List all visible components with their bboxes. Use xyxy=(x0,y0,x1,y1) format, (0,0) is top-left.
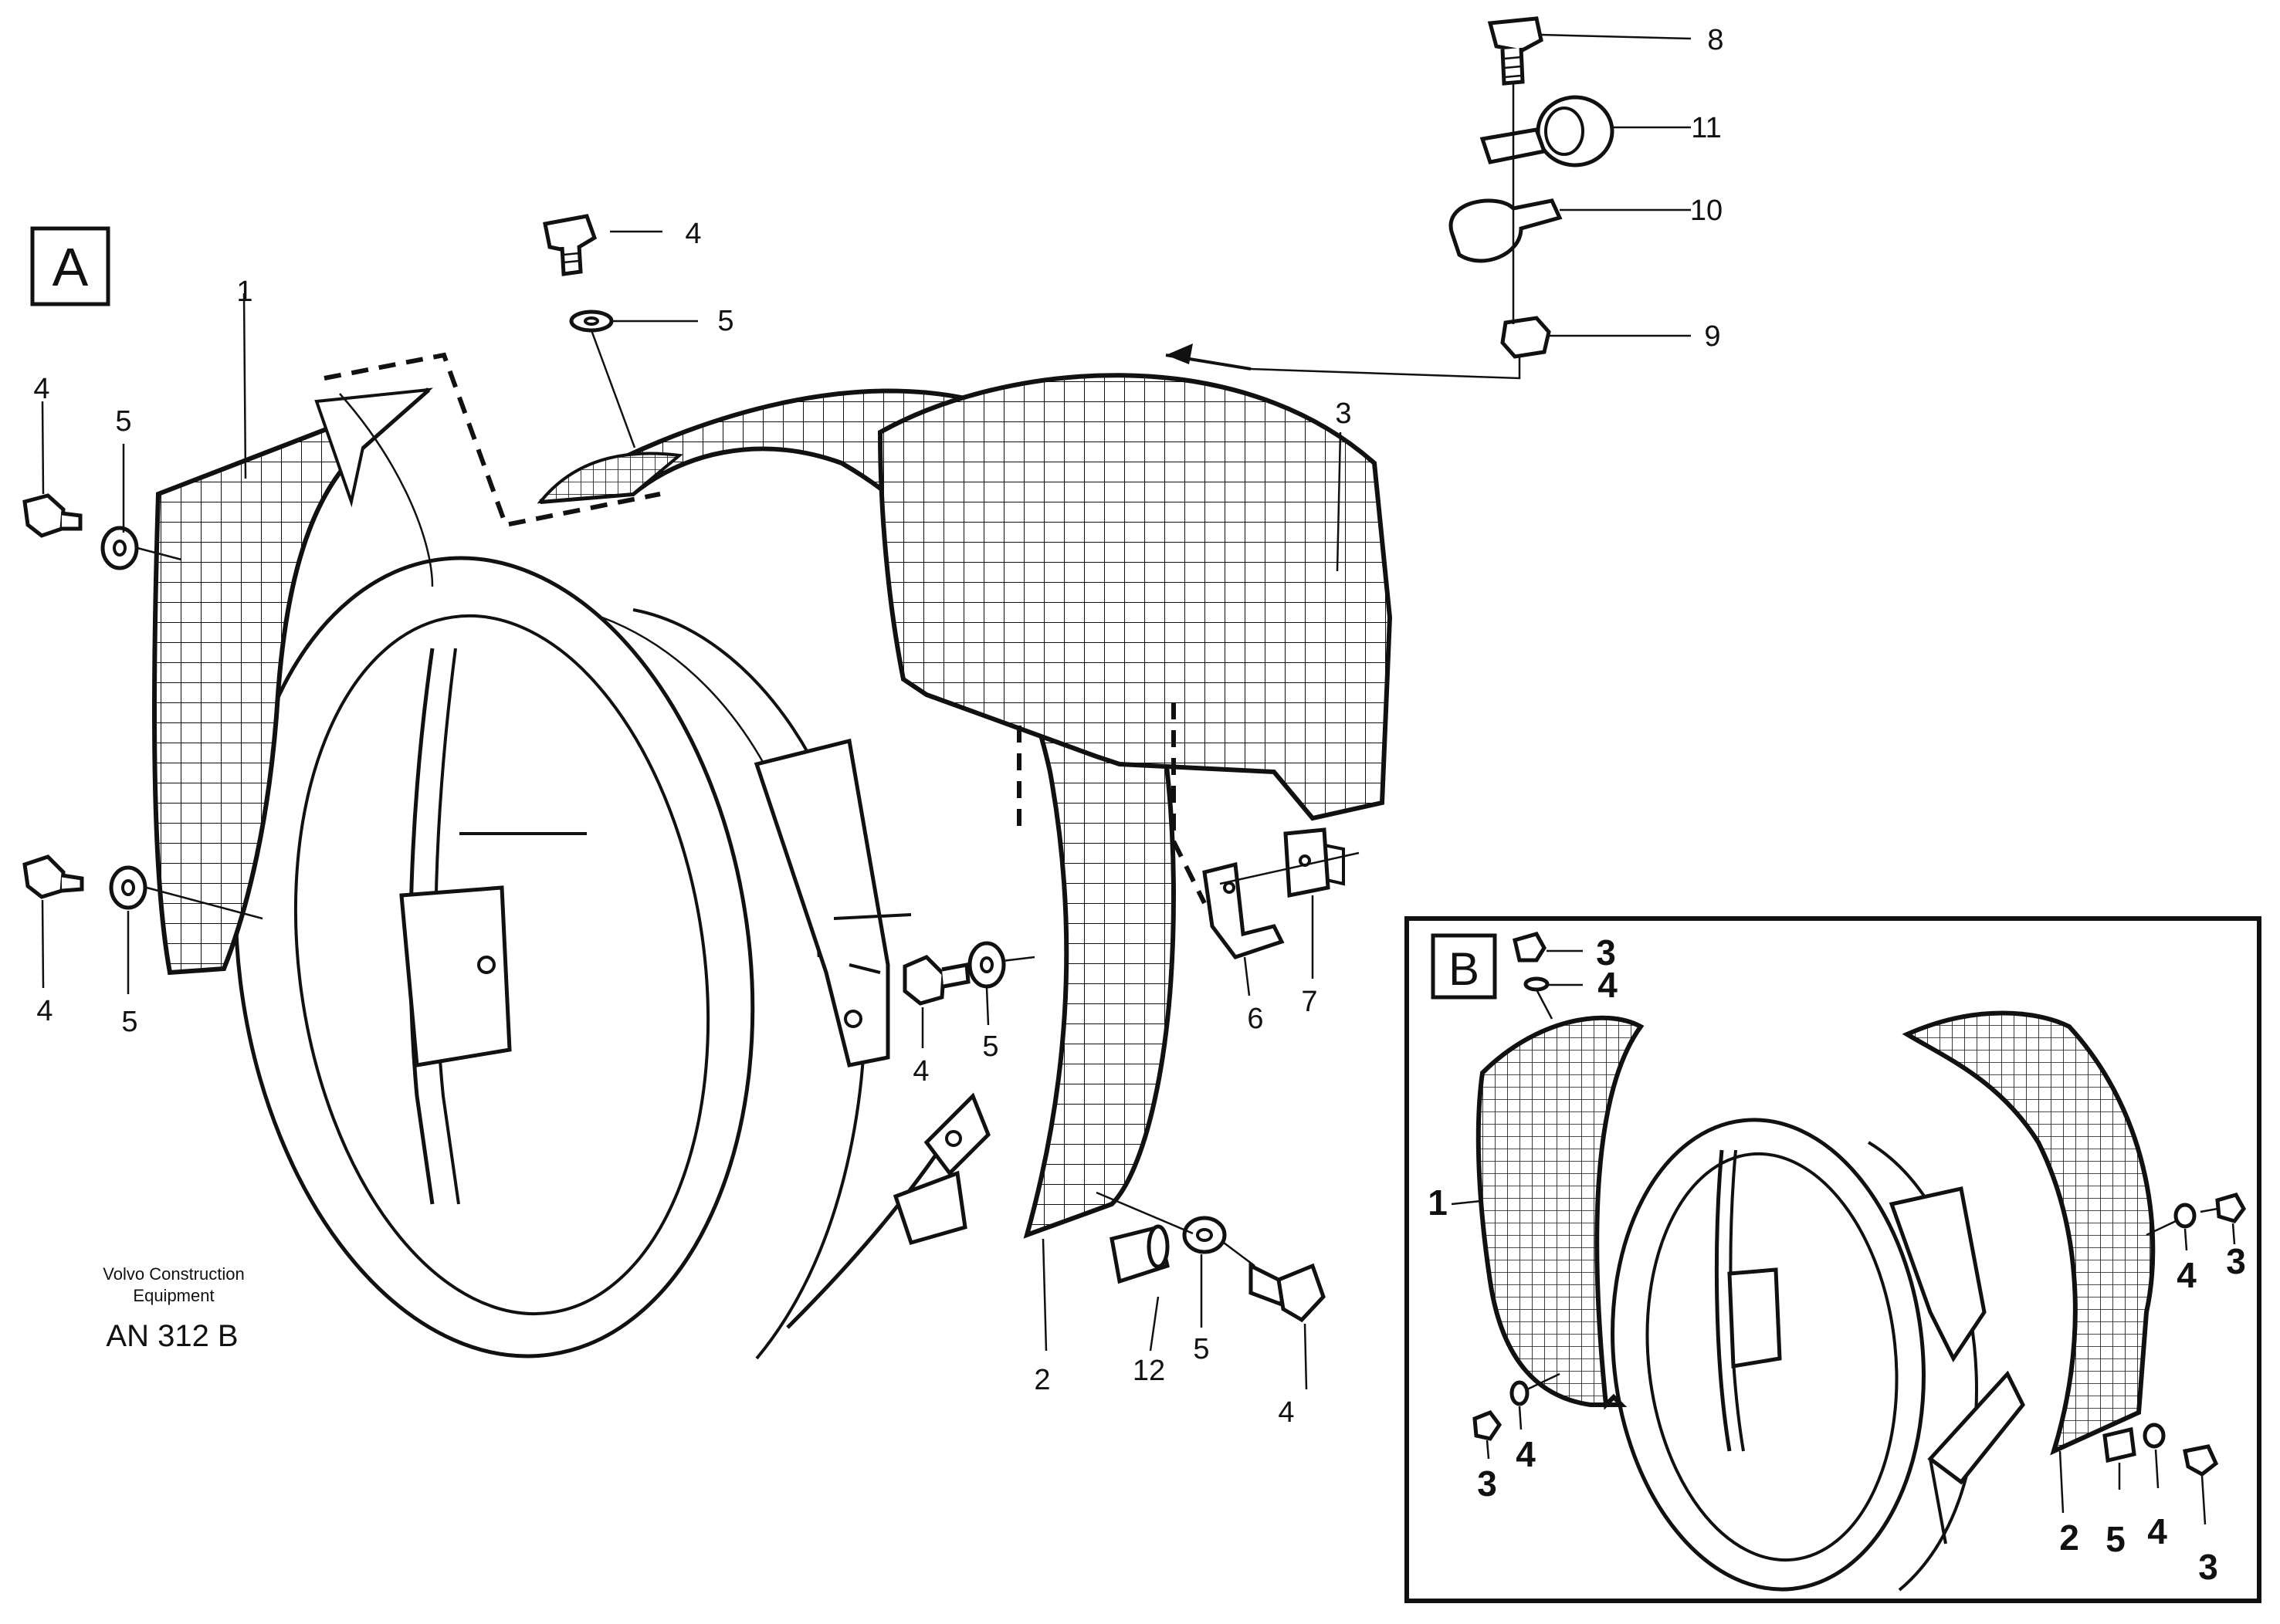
washer-b-part-4-top xyxy=(1523,976,1550,992)
screen-part-3 xyxy=(877,373,1393,821)
callout-b-4-lower-right: 4 xyxy=(2147,1511,2167,1551)
footer-code: AN 312 B xyxy=(106,1319,238,1353)
callout-b-3-right: 3 xyxy=(2226,1241,2246,1281)
callout-12: 12 xyxy=(1133,1355,1165,1387)
callout-1: 1 xyxy=(236,276,252,308)
bolt-part-4-top xyxy=(543,214,598,254)
callout-8: 8 xyxy=(1707,24,1723,56)
callout-2: 2 xyxy=(1034,1364,1050,1396)
callout-b-3-top: 3 xyxy=(1596,932,1616,973)
bolt-b-part-3-lower-left xyxy=(1472,1409,1502,1441)
callout-b-3-lower-right: 3 xyxy=(2198,1547,2218,1587)
callout-b-4-lower-left: 4 xyxy=(1516,1434,1536,1474)
nut-part-9 xyxy=(1500,316,1551,359)
fan-ring xyxy=(233,556,991,1360)
callout-4-lower: 4 xyxy=(1278,1396,1294,1429)
section-b-tag-frame xyxy=(1431,933,1497,1000)
footer-line-1: Volvo Construction xyxy=(103,1264,244,1284)
footer-line-2: Equipment xyxy=(133,1286,214,1305)
bolt-b-part-3-top xyxy=(1513,932,1547,963)
washer-part-5-lower-left xyxy=(109,865,147,910)
callout-4-upper-left: 4 xyxy=(33,373,49,405)
callout-b-5: 5 xyxy=(2106,1519,2126,1559)
bolt-b-part-3-right xyxy=(2215,1193,2246,1223)
callout-3: 3 xyxy=(1335,398,1351,430)
callout-b-4-right: 4 xyxy=(2177,1255,2197,1295)
section-b-tag: B xyxy=(1448,943,1479,995)
guard-b-part-2 xyxy=(1902,1010,2156,1456)
clamp-part-10 xyxy=(1448,198,1563,263)
guard-b-part-1 xyxy=(1475,1015,1645,1410)
bolt-part-4-upper-left xyxy=(22,493,83,538)
callout-4-mid: 4 xyxy=(913,1055,929,1088)
dashed-connection-right xyxy=(1017,702,1207,905)
bolt-part-4-lower-left xyxy=(22,854,84,899)
callout-5-lower-left: 5 xyxy=(121,1006,137,1038)
fan-ring-b xyxy=(1611,1118,2025,1592)
section-b: B xyxy=(1404,916,2261,1603)
callout-9: 9 xyxy=(1704,320,1720,353)
callout-b-4-top: 4 xyxy=(1597,965,1618,1005)
clip-part-7 xyxy=(1283,827,1330,898)
callout-5-mid: 5 xyxy=(982,1030,998,1063)
assembly-axis-line xyxy=(1250,83,1521,380)
bolt-b-part-3-lower-right xyxy=(2183,1444,2219,1477)
callout-7: 7 xyxy=(1301,986,1317,1018)
washer-b-part-4-right xyxy=(2173,1203,2197,1229)
spacer-b-part-5 xyxy=(2102,1426,2136,1463)
callout-6: 6 xyxy=(1247,1003,1263,1035)
callout-b-1: 1 xyxy=(1428,1182,1448,1223)
washer-b-part-4-lower-right xyxy=(2143,1423,2166,1449)
callout-4-lower-left: 4 xyxy=(36,995,53,1027)
callout-10: 10 xyxy=(1690,195,1723,227)
bolt-part-4-lower xyxy=(1276,1263,1326,1323)
leader-lines-b xyxy=(1451,949,2236,1525)
section-a-tag: A xyxy=(53,237,89,297)
washer-part-5-lower xyxy=(1182,1216,1227,1254)
callouts-a: 1 3 2 4 5 4 5 4 5 4 5 6 7 12 5 4 8 11 10… xyxy=(33,24,1723,1429)
bolt-part-8 xyxy=(1487,16,1543,86)
washer-part-5-upper-left xyxy=(100,526,139,570)
leader-lines-a xyxy=(41,33,1692,1390)
arrow-head-icon xyxy=(1166,343,1193,364)
section-a-frame xyxy=(30,226,110,306)
washer-b-part-4-lower-left xyxy=(1509,1380,1530,1406)
callout-b-2: 2 xyxy=(2059,1517,2079,1558)
callout-5-upper-left: 5 xyxy=(115,405,131,438)
clamp-part-11 xyxy=(1479,95,1614,167)
washer-part-5-top xyxy=(569,310,614,333)
section-a: A xyxy=(22,16,1724,1429)
dashed-connection-left xyxy=(324,352,661,528)
callout-11: 11 xyxy=(1691,112,1721,144)
washer-part-5-mid xyxy=(967,941,1006,989)
callout-b-3-lower-left: 3 xyxy=(1477,1463,1497,1504)
callout-5-lower: 5 xyxy=(1193,1333,1209,1365)
callouts-b: 1 3 4 4 3 3 4 2 5 4 3 xyxy=(1428,932,2246,1587)
callout-5-top: 5 xyxy=(717,305,733,337)
bolt-part-4-mid xyxy=(903,955,946,1006)
guard-part-1 xyxy=(152,387,430,976)
callout-4-top: 4 xyxy=(685,218,701,250)
